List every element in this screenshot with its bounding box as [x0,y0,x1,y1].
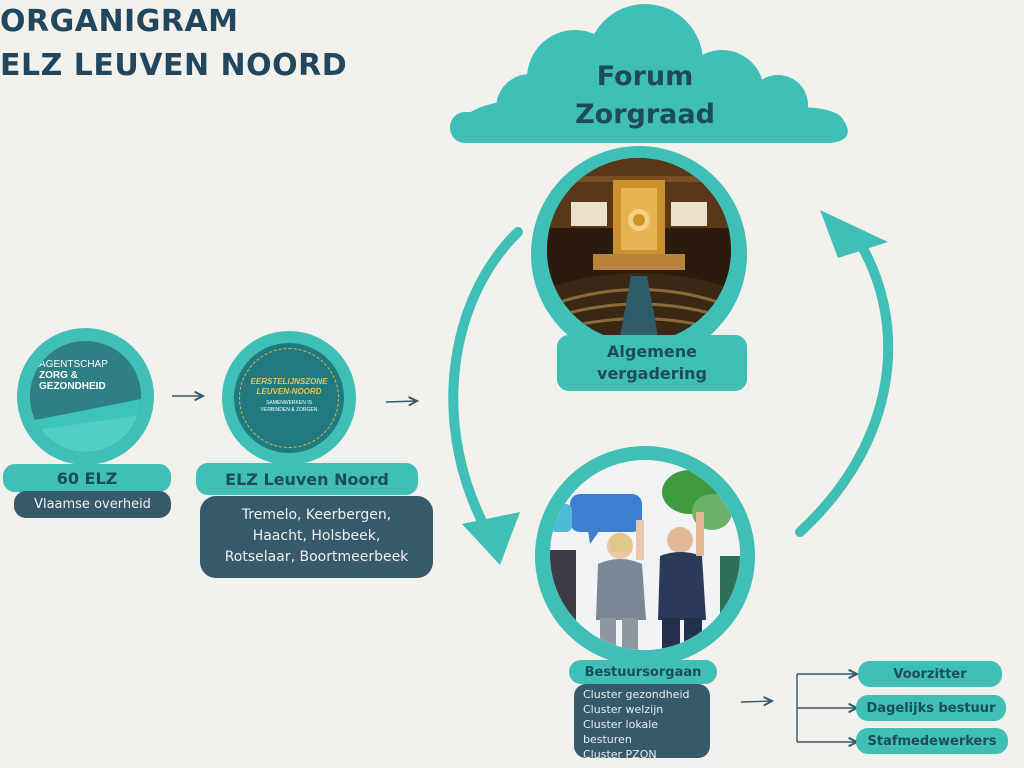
arrow-bestuur-to-roles [740,701,772,702]
algemene-line-2: vergadering [597,364,707,383]
meeting-people-image [550,460,740,650]
roles-bracket [796,674,857,742]
cloud-shape [450,4,848,143]
logo-tag-1: SAMENWERKEN IS [266,400,312,406]
title-line-1: ORGANIGRAM [0,4,239,39]
agentschap-text: AGENTSCHAP ZORG & GEZONDHEID [39,359,108,392]
towns-box: Tremelo, Keerbergen, Haacht, Holsbeek, R… [200,496,433,578]
agentschap-line-1: AGENTSCHAP [39,359,108,370]
algemene-vergadering-label: Algemene vergadering [557,335,747,391]
agentschap-logo: AGENTSCHAP ZORG & GEZONDHEID [30,341,141,452]
role-voorzitter: Voorzitter [858,661,1002,687]
cluster-item: Cluster lokale besturen [583,718,659,746]
role-stafmedewerkers: Stafmedewerkers [856,728,1008,754]
label-bestuursorgaan: Bestuursorgaan [569,660,717,684]
elz-logo-text: EERSTELIJNSZONE LEUVEN-NOORD SAMENWERKEN… [234,377,344,414]
algemene-line-1: Algemene [607,342,697,361]
title-line-2: ELZ LEUVEN NOORD [0,48,348,83]
logo-line-2: LEUVEN-NOORD [256,387,322,396]
label-60-elz: 60 ELZ [3,464,171,492]
towns-line-1: Tremelo, Keerbergen, [241,507,392,523]
bestuursorgaan-circle [535,446,755,666]
elz-leuven-noord-circle: EERSTELIJNSZONE LEUVEN-NOORD SAMENWERKEN… [222,331,356,465]
agentschap-line-3: GEZONDHEID [39,381,106,392]
vlaamse-overheid-box: Vlaamse overheid [14,491,171,518]
towns-line-2: Haacht, Holsbeek, [252,528,381,544]
agentschap-line-2: ZORG & [39,370,78,381]
arrow-elzln-to-cycle [385,401,417,402]
forum-line-2: Zorgraad [575,99,715,130]
page-title: ORGANIGRAM ELZ LEUVEN NOORD [0,0,347,88]
left-cycle-arrow [448,227,523,565]
label-elz-leuven-noord: ELZ Leuven Noord [196,463,418,495]
right-cycle-arrow [795,210,894,537]
elz-leuven-noord-logo: EERSTELIJNSZONE LEUVEN-NOORD SAMENWERKEN… [234,343,344,453]
cluster-item: Cluster welzijn [583,703,664,716]
algemene-vergadering-circle [531,146,747,362]
forum-line-1: Forum [596,61,694,92]
clusters-box: Cluster gezondheid Cluster welzijn Clust… [574,684,710,761]
cluster-item: Cluster gezondheid [583,688,690,701]
role-dagelijks-bestuur: Dagelijks bestuur [856,695,1006,721]
logo-line-1: EERSTELIJNSZONE [250,377,328,386]
logo-tag-2: VERBINDEN & ZORGEN [260,407,318,413]
assembly-hall-image [547,158,731,342]
cluster-item: Cluster PZON [583,748,657,761]
agentschap-circle: AGENTSCHAP ZORG & GEZONDHEID [17,328,154,465]
forum-zorgraad-label: Forum Zorgraad [560,58,730,134]
towns-line-3: Rotselaar, Boortmeerbeek [224,549,409,565]
